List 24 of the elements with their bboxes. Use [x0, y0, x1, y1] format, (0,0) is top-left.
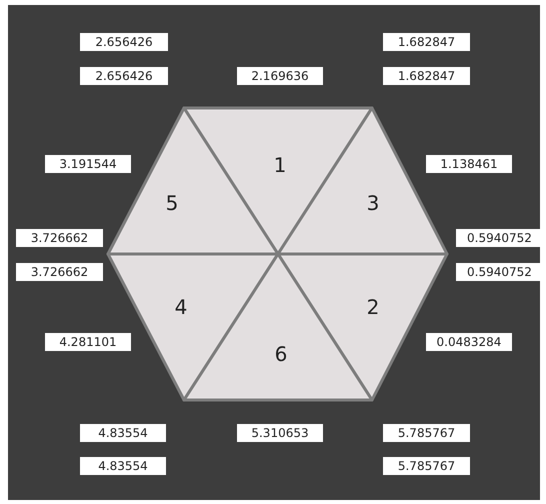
value-label: 1.138461	[426, 155, 512, 173]
segment-number: 5	[166, 191, 178, 215]
segment-number: 1	[274, 153, 286, 177]
segment-number: 2	[366, 295, 380, 319]
value-label: 2.656426	[80, 33, 168, 51]
value-label: 3.726662	[16, 263, 103, 281]
segment-number: 6	[274, 342, 288, 366]
value-label: 2.169636	[237, 67, 323, 85]
value-label: 4.83554	[80, 457, 166, 475]
value-label: 3.726662	[16, 229, 103, 247]
value-label: 0.0483284	[426, 333, 512, 351]
value-label: 5.785767	[383, 457, 470, 475]
value-label: 3.191544	[45, 155, 131, 173]
value-label: 2.656426	[80, 67, 168, 85]
value-label: 5.785767	[383, 424, 470, 442]
value-label: 5.310653	[237, 424, 323, 442]
value-label: 0.5940752	[456, 263, 543, 281]
value-label: 0.5940752	[456, 229, 543, 247]
segment-number: 4	[174, 295, 188, 319]
segment-number: 3	[366, 191, 380, 215]
value-label: 4.281101	[45, 333, 131, 351]
value-label: 4.83554	[80, 424, 166, 442]
value-label: 1.682847	[383, 67, 470, 85]
value-label: 1.682847	[383, 33, 470, 51]
